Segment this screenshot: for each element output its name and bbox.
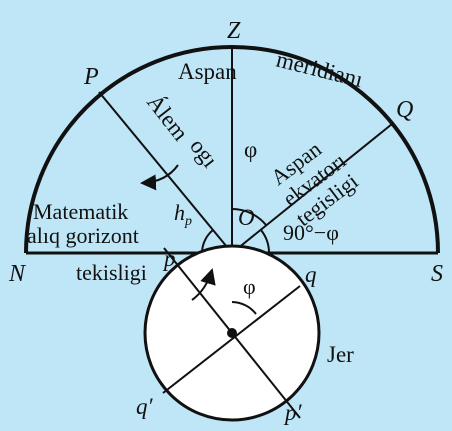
horizon-label-line3: tekisligi bbox=[76, 260, 147, 285]
pole-height-subscript: p bbox=[184, 214, 192, 229]
pole-height-label: hp bbox=[174, 200, 192, 229]
earth-q-label: q bbox=[305, 262, 317, 287]
earth-name-label: Jer bbox=[327, 342, 354, 367]
earth-q-prime-label: q′ bbox=[136, 394, 154, 419]
phi-arc-earth bbox=[231, 301, 257, 315]
meridian-label-word1: Aspan bbox=[178, 59, 237, 84]
center-label: O bbox=[238, 205, 255, 230]
earth-equator-line bbox=[162, 285, 301, 394]
earth-p-label: p bbox=[162, 246, 176, 271]
phi-arc-sky bbox=[231, 207, 267, 226]
celestial-equator-line bbox=[231, 123, 393, 254]
world-axis-line bbox=[98, 91, 233, 254]
pole-height-h: h bbox=[174, 200, 185, 225]
earth-p-prime-label: p′ bbox=[283, 400, 303, 425]
equator-point-label: Q bbox=[396, 97, 413, 123]
complement-angle-arc bbox=[260, 229, 271, 254]
sky-rotation-arrow bbox=[140, 164, 179, 191]
phi-sky-label: φ bbox=[244, 137, 257, 162]
north-label: N bbox=[8, 261, 27, 287]
earth-center-dot bbox=[227, 328, 237, 338]
phi-earth-label: φ bbox=[243, 274, 256, 299]
complement-angle-label: 90°−φ bbox=[283, 220, 339, 245]
horizon-label-line2: alıq gorizont bbox=[27, 223, 139, 248]
zenith-label: Z bbox=[227, 18, 241, 44]
earth-rotation-arrow bbox=[191, 268, 216, 301]
horizon-label-line1: Matematik bbox=[33, 199, 128, 224]
south-label: S bbox=[431, 261, 443, 287]
pole-label: P bbox=[83, 64, 99, 90]
